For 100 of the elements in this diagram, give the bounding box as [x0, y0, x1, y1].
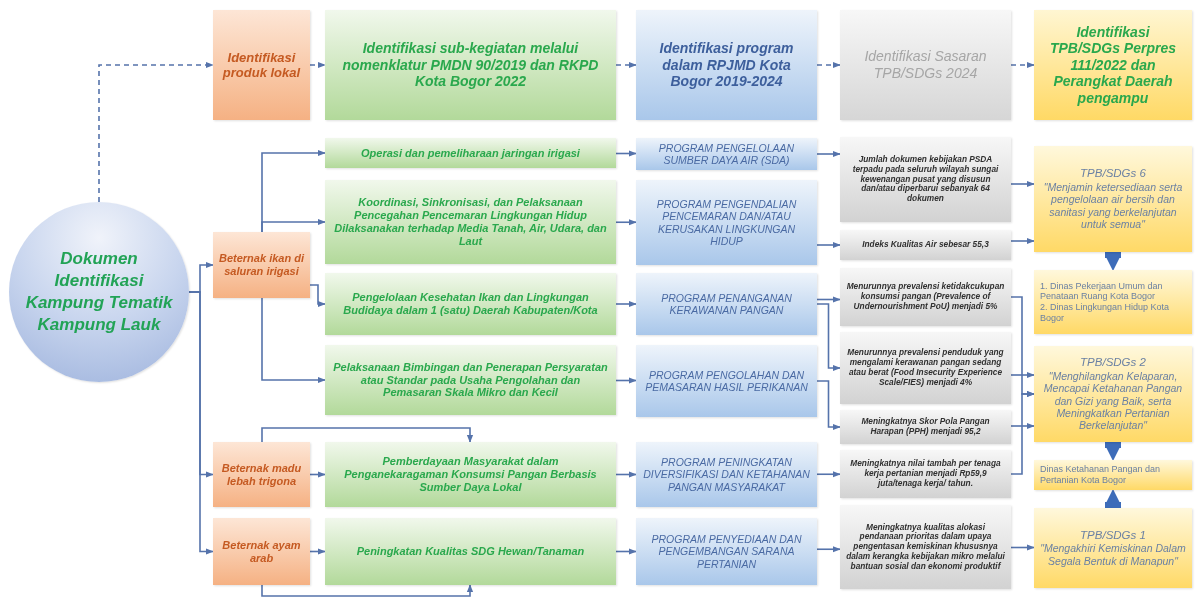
arrow [98, 61, 214, 203]
subactivity-box [325, 518, 616, 585]
box-text: Operasi dan pemeliharaan jaringan irigasi [361, 146, 580, 160]
block-arrow [1105, 252, 1121, 271]
box-text: PROGRAM PENINGKATAN DIVERSIFIKASI DAN KETAHANAN PANGAN MASYARAKAT [642, 455, 811, 494]
target-box [840, 332, 1011, 404]
header-box [1034, 10, 1192, 120]
subactivity-box [325, 442, 616, 507]
box-text: "Menjamin ketersediaan serta pengelolaan air bersih dan sanitasi yang berkelanjutan untuk semua" [1042, 181, 1184, 231]
agency-box [1034, 270, 1192, 334]
activity-box [213, 518, 310, 585]
target-box [840, 137, 1011, 222]
program-box [636, 518, 817, 585]
box-text: PROGRAM PENANGANAN KERAWANAN PANGAN [660, 291, 793, 317]
arrow [1010, 371, 1035, 379]
arrow [1010, 544, 1035, 551]
box-text: Koordinasi, Sinkronisasi, dan Pelaksanaan Pencegahan Pencemaran Lingkungan Hidup Dilaksanakan terhadap Media Tanah, Air, Udara, dan Laut [333, 196, 608, 248]
header-box [325, 10, 616, 120]
goal-heading: TPB/SDGs 1 [1080, 528, 1146, 543]
goal-heading: TPB/SDGs 6 [1080, 167, 1146, 182]
agency-text: 2. Dinas Lingkungan Hidup Kota Bogor [1040, 302, 1171, 324]
arrow [816, 546, 841, 553]
box-text: Identifikasi produk lokal [221, 49, 302, 81]
header-box [840, 10, 1011, 120]
block-arrow [1105, 489, 1121, 508]
arrow [615, 377, 637, 384]
arrow [309, 471, 326, 478]
goal-box [1034, 346, 1192, 442]
program-box [636, 273, 817, 335]
activity-box [213, 442, 310, 507]
goal-box [1034, 146, 1192, 252]
subactivity-box [325, 180, 616, 264]
box-text: Identifikasi program dalam RPJMD Kota Bogor 2019-2024 [658, 40, 795, 90]
arrow [615, 300, 637, 308]
arrow [816, 303, 841, 372]
target-box [840, 450, 1011, 498]
arrow [1010, 237, 1035, 245]
agency-text: Dinas Ketahanan Pangan dan Pertanian Kota Bogor [1040, 464, 1162, 486]
box-text: "Mengakhiri Kemiskinan Dalam Segala Bentuk di Manapun" [1040, 542, 1186, 568]
arrow [615, 150, 637, 157]
arrow [1010, 180, 1035, 188]
box-text: Beternak ikan di saluran irigasi [219, 252, 304, 278]
box-text: Identifikasi sub-kegiatan melalui nomenklatur PMDN 90/2019 dan RKPD Kota Bogor 2022 [341, 40, 600, 90]
arrow [615, 471, 637, 478]
box-text: Meningkatnya Skor Pola Pangan Harapan (PPH) menjadi 95,2 [860, 417, 991, 437]
target-box [840, 410, 1011, 444]
arrow [816, 61, 841, 69]
arrow [1010, 390, 1035, 475]
box-text: "Menghilangkan Kelaparan, Mencapai Ketahanan Pangan dan Gizi yang Baik, serta Meningkatkan Pertanian Berkelanjutan" [1042, 369, 1184, 432]
target-box [840, 230, 1011, 260]
box-text: PROGRAM PENGOLAHAN DAN PEMASARAN HASIL PERIKANAN [644, 368, 809, 394]
box-text: Peningkatan Kualitas SDG Hewan/Tanaman [356, 545, 585, 558]
arrow [1010, 61, 1035, 69]
box-text: Beternak ayam arab [221, 538, 302, 565]
subactivity-box [325, 138, 616, 168]
agency-box [1034, 460, 1192, 490]
arrow [309, 548, 326, 555]
arrow [188, 291, 214, 555]
program-box [636, 345, 817, 417]
goal-box [1034, 508, 1192, 588]
agency-text: 1. Dinas Pekerjaan Umum dan Penataan Ruang Kota Bogor [1040, 280, 1164, 302]
box-text: Menurunnya prevalensi ketidakcukupan konsumsi pangan (Prevalence of Undernourishment PoU) menjadi 5% [845, 282, 1006, 312]
box-text: Pengelolaan Kesehatan Ikan dan Lingkungan Budidaya dalam 1 (satu) Daerah Kabupaten/Kota [342, 291, 599, 317]
arrow [261, 218, 326, 233]
box-text: Beternak madu lebah trigona [220, 461, 303, 488]
box-text: Indeks Kualitas Air sebesar 55,3 [862, 240, 989, 250]
arrow [615, 219, 637, 226]
box-text: PROGRAM PENGENDALIAN PENCEMARAN DAN/ATAU KERUSAKAN LINGKUNGAN HIDUP [655, 197, 798, 248]
box-text: Dokumen Identifikasi Kampung Tematik Kampung Lauk [24, 247, 174, 337]
program-box [636, 138, 817, 170]
box-text: PROGRAM PENGELOLAAN SUMBER DAYA AIR (SDA) [657, 141, 796, 167]
subactivity-box [325, 345, 616, 415]
subactivity-box [325, 273, 616, 335]
arrow [816, 150, 841, 158]
arrow [1010, 422, 1035, 430]
arrow [615, 548, 637, 555]
header-box [636, 10, 817, 120]
activity-box [213, 232, 310, 298]
arrow [615, 61, 637, 69]
arrow [309, 284, 326, 308]
box-text: Pelaksanaan Bimbingan dan Penerapan Persyaratan atau Standar pada Usaha Pengolahan dan Pemasaran Skala Mikro dan Kecil [332, 360, 609, 400]
box-text: Identifikasi TPB/SDGs Perpres 111/2022 dan Perangkat Daerah pengampu [1048, 23, 1178, 107]
arrow [261, 584, 474, 597]
box-text: Meningkatnya kualitas alokasi pendanaan prioritas dalam upaya pengentasan kemiskinan khususnya dalam kerangka kebijakan mikro melalui bantuan sosial dan ekonomi produktif [845, 522, 1006, 572]
arrow [816, 380, 841, 431]
box-text: Menurunnya prevalensi penduduk yang mengalami kerawanan pangan sedang atau berat (Food Insecurity Experience Scale/FIES) menjadi 4% [846, 348, 1005, 388]
box-text: Identifikasi Sasaran TPB/SDGs 2024 [863, 48, 988, 82]
target-box [840, 505, 1011, 589]
box-text: Pemberdayaan Masyarakat dalam Penganekaragaman Konsumsi Pangan Berbasis Sumber Daya Lokal [343, 455, 598, 494]
header-box [213, 10, 310, 120]
target-box [840, 268, 1011, 326]
box-text: Meningkatnya nilai tambah per tenaga kerja pertanian menjadi Rp59,9 juta/tenaga kerja/ tahun. [849, 459, 1002, 489]
arrow [816, 296, 841, 303]
goal-heading: TPB/SDGs 2 [1080, 356, 1146, 370]
box-text: PROGRAM PENYEDIAAN DAN PENGEMBANGAN SARANA PERTANIAN [650, 532, 803, 571]
block-arrow [1105, 442, 1121, 461]
arrow [261, 427, 474, 443]
box-text: Jumlah dokumen kebijakan PSDA terpadu pada seluruh wilayah sungai kewenangan pusat yang disusun dan/atau diperbarui sebanyak 64 dokumen [851, 155, 1000, 204]
arrow [309, 61, 326, 69]
arrow [816, 241, 841, 249]
